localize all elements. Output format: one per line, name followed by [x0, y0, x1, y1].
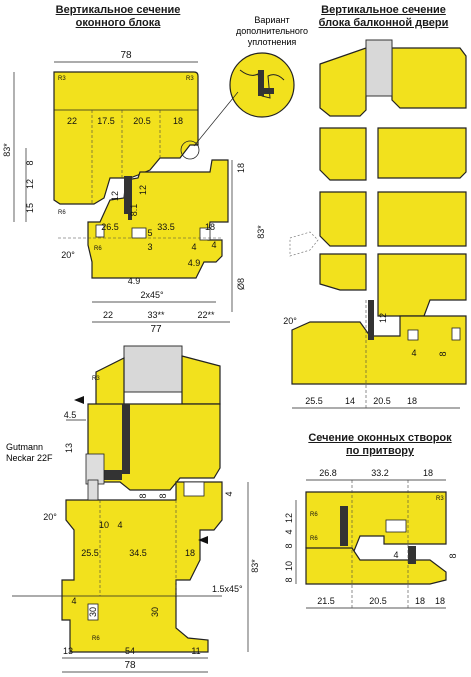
lw-11: 11: [191, 646, 200, 656]
lw-30b: 30: [150, 607, 160, 617]
lw-25-5: 25.5: [81, 548, 99, 558]
lw-4r: 4: [117, 520, 122, 530]
dim-3: 3: [147, 242, 152, 252]
radius-label: R6: [310, 536, 318, 542]
dim-b22b: 22**: [197, 310, 215, 320]
sash-21-5: 21.5: [317, 596, 335, 606]
lw-8b: 8: [158, 493, 168, 498]
sash-26-8: 26.8: [319, 468, 337, 478]
dim-12-b: 12: [138, 185, 148, 195]
sash-18: 18: [423, 468, 433, 478]
dim-33-5: 33.5: [157, 222, 175, 232]
balcony-8: 8: [438, 351, 448, 356]
sash-18a: 18: [415, 596, 425, 606]
sash-33-2: 33.2: [371, 468, 389, 478]
lw-8a: 8: [138, 493, 148, 498]
lw-angle: 20°: [43, 512, 57, 522]
lower-window-profile: [61, 345, 223, 653]
dim-17-5: 17.5: [97, 116, 115, 126]
dim-12: 12: [25, 179, 35, 189]
dim-5: 5: [147, 228, 152, 238]
variant-seal-label: Вариант дополнительного уплотнения: [236, 15, 308, 47]
balcony-12: 12: [378, 313, 388, 323]
lw-4-5: 4.5: [64, 410, 77, 420]
dim-b33: 33**: [147, 310, 165, 320]
sash-12: 12: [284, 513, 294, 523]
radius-label: R6: [94, 246, 102, 252]
dim-78-top: 78: [120, 50, 132, 61]
variant-seal-detail: [180, 52, 295, 160]
hardware-label: Gutmann Neckar 22F: [6, 442, 53, 463]
dim-83-right: 83*: [256, 225, 266, 239]
dim-20-5: 20.5: [133, 116, 151, 126]
dim-4c: 4.9: [188, 258, 201, 268]
balcony-profile: [289, 39, 470, 385]
lw-83: 83*: [250, 559, 260, 573]
dim-4-9: 4.9: [128, 276, 141, 286]
lw-4b: 4: [71, 596, 76, 606]
dim-77: 77: [150, 324, 162, 335]
window-frame-profile: [53, 71, 229, 279]
sash-8m: 8: [448, 553, 458, 558]
lower-window-dims: [12, 419, 249, 673]
lw-4: 4: [224, 491, 234, 496]
radius-label: R6: [92, 636, 100, 642]
balcony-20-5: 20.5: [373, 396, 391, 406]
dim-b22: 22: [103, 310, 113, 320]
dim-18a: 18: [173, 116, 183, 126]
sash-8b: 8: [284, 577, 294, 582]
radius-label: R3: [58, 76, 66, 82]
dim-22: 22: [67, 116, 77, 126]
sash-profile: [305, 491, 447, 585]
sash-18b: 18: [435, 596, 445, 606]
dim-4a: 4: [211, 240, 216, 250]
lw-13b: 13: [63, 646, 73, 656]
balcony-dims: [292, 300, 460, 409]
balcony-18: 18: [407, 396, 417, 406]
dim-angle-20: 20°: [61, 250, 75, 260]
sash-4m: 4: [393, 550, 398, 560]
dim-8-1: 8.1: [129, 204, 139, 217]
balcony-angle: 20°: [283, 316, 297, 326]
radius-label: R3: [92, 376, 100, 382]
lw-18: 18: [185, 548, 195, 558]
lw-34-5: 34.5: [129, 548, 147, 558]
sash-4: 4: [284, 529, 294, 534]
sash-8: 8: [284, 543, 294, 548]
sash-section-title: Сечение оконных створок по притвору: [308, 432, 452, 457]
dim-4b: 4: [191, 242, 196, 252]
dim-18b: 18: [205, 222, 215, 232]
balcony-block-title: Вертикальное сечение блока балконной две…: [318, 4, 449, 29]
dim-drip: Ø8: [236, 278, 246, 290]
lw-30a: 30: [88, 607, 98, 617]
sash-20-5: 20.5: [369, 596, 387, 606]
balcony-4: 4: [411, 348, 416, 358]
dim-18-right: 18: [236, 163, 246, 173]
radius-label: R3: [436, 496, 444, 502]
radius-label: R6: [58, 210, 66, 216]
dim-26-5: 26.5: [101, 222, 119, 232]
dim-15: 15: [25, 203, 35, 213]
window-block-title: Вертикальное сечение оконного блока: [55, 4, 181, 29]
dim-8: 8: [25, 160, 35, 165]
dim-chamfer: 2x45°: [140, 290, 164, 300]
sash-10: 10: [284, 561, 294, 571]
lw-chamfer: 1.5x45°: [212, 584, 243, 594]
lw-78: 78: [124, 660, 136, 671]
dim-83-left: 83*: [2, 143, 12, 157]
balcony-25-5: 25.5: [305, 396, 323, 406]
lw-54: 54: [125, 646, 135, 656]
balcony-14: 14: [345, 396, 355, 406]
lw-10: 10: [99, 520, 109, 530]
dim-12-inner: 12: [110, 191, 120, 201]
sash-dims: [295, 479, 446, 609]
window-frame-dims: [13, 61, 233, 323]
radius-label: R3: [186, 76, 194, 82]
radius-label: R6: [310, 512, 318, 518]
lw-13: 13: [64, 443, 74, 453]
